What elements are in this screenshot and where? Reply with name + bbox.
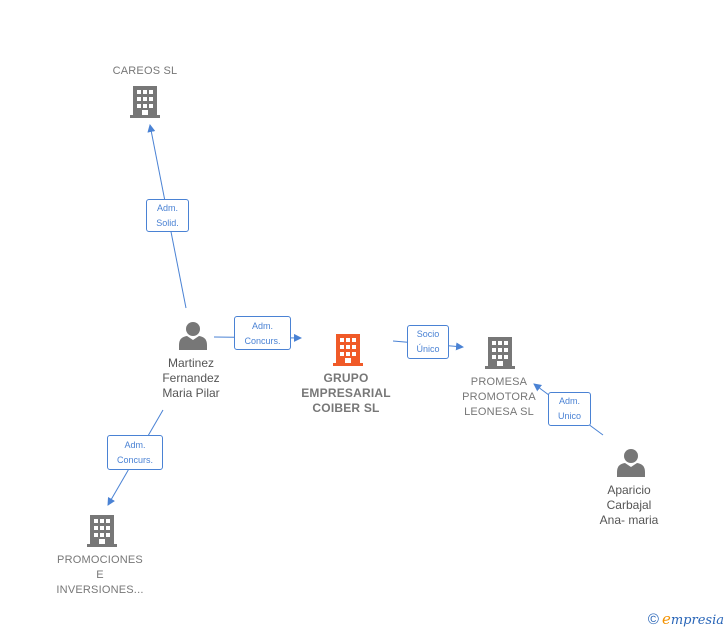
brand-e: e [661, 610, 671, 628]
edge-label-adm-unico: Adm. Unico [548, 392, 591, 426]
person-icon [179, 322, 207, 350]
copyright-symbol: © [647, 611, 659, 628]
building-icon [87, 515, 117, 547]
node-label-aparicio[interactable]: Aparicio Carbajal Ana- maria [599, 483, 659, 527]
brand-rest: mpresia [670, 613, 724, 628]
node-label-promesa[interactable]: PROMESA PROMOTORA LEONESA SL [462, 376, 536, 418]
edge-label-adm-concurs-promociones: Adm. Concurs. [107, 435, 163, 470]
building-icon [485, 337, 515, 369]
empresia-logo: ©empresia [648, 610, 724, 628]
edge-label-adm-solid: Adm. Solid. [146, 199, 189, 232]
node-label-martinez[interactable]: Martinez Fernandez Maria Pilar [162, 356, 220, 400]
building-icon [333, 334, 363, 366]
edge-label-adm-concurs-main: Adm. Concurs. [234, 316, 291, 350]
building-icon [130, 86, 160, 118]
node-label-promociones[interactable]: PROMOCIONES E INVERSIONES... [56, 554, 144, 596]
node-label-main-company[interactable]: GRUPO EMPRESARIAL COIBER SL [301, 371, 391, 415]
person-icon [617, 449, 645, 477]
edge-label-socio-unico: Socio Único [407, 325, 449, 359]
node-label-careos[interactable]: CAREOS SL [112, 65, 178, 77]
